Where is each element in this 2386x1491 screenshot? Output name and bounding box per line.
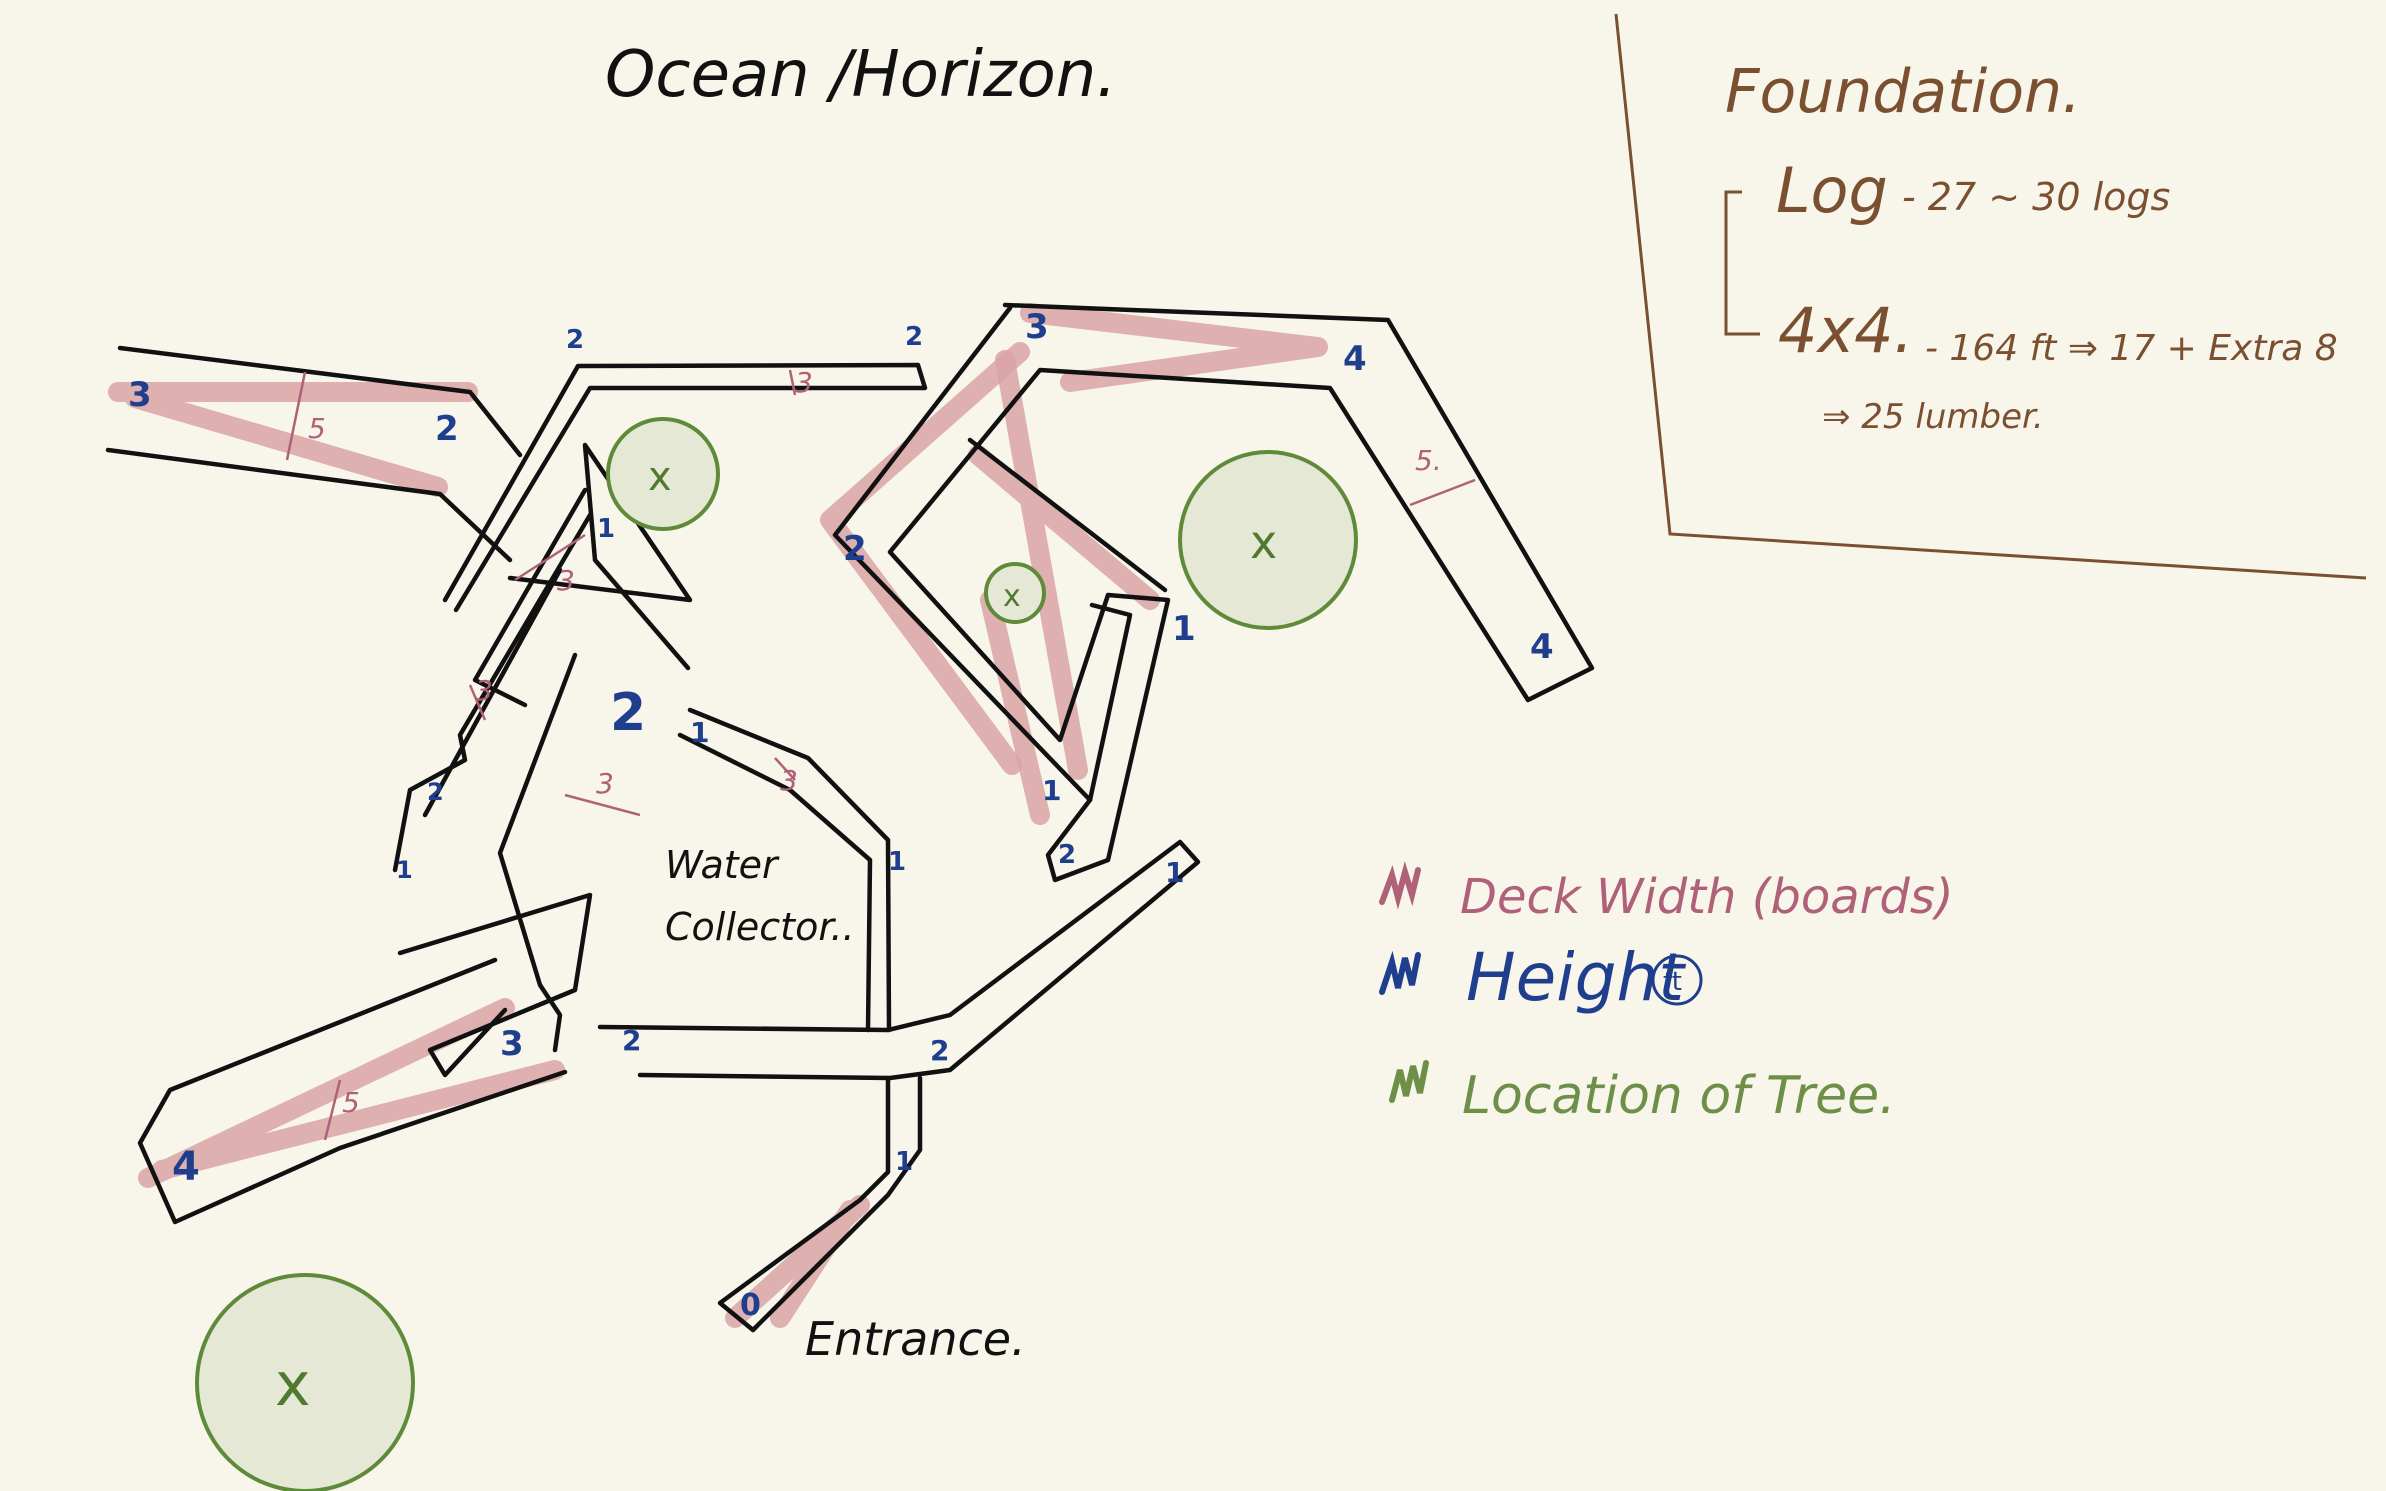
legend: Deck Width (boards) Height ft Location o… <box>1379 861 1954 1126</box>
height-numbers: 3 2 2 2 3 4 2 1 1 4 2 1 2 1 1 2 1 3 4 2 … <box>128 307 1554 1323</box>
width-number: 3 <box>780 764 798 797</box>
legend-swatch-deck-width <box>1379 861 1421 910</box>
height-number: 1 <box>895 1147 913 1177</box>
height-number: 2 <box>622 1024 641 1057</box>
tree-circle <box>1178 450 1358 630</box>
height-number: 4 <box>1343 339 1367 379</box>
water-collector-label-line2: Collector.. <box>665 905 855 949</box>
legend-swatch-tree <box>1389 1060 1429 1103</box>
legend-height-unit: ft <box>1663 967 1682 997</box>
height-number: 0 <box>740 1288 761 1323</box>
height-number: 2 <box>843 529 867 569</box>
height-number: 3 <box>1025 307 1049 347</box>
height-number: 1 <box>597 514 615 544</box>
width-number: 3 <box>557 564 575 597</box>
height-number: 1 <box>1172 609 1196 649</box>
width-number: 5. <box>1415 444 1442 477</box>
lumber-value: - 164 ft ⇒ 17 + Extra 8 <box>1925 328 2338 369</box>
height-number: 1 <box>1165 856 1184 889</box>
plan-title: Ocean /Horizon. <box>605 38 1117 112</box>
legend-tree-label: Location of Tree. <box>1462 1066 1896 1126</box>
height-number: 2 <box>566 325 584 355</box>
tree-circle <box>606 417 720 531</box>
tree-circle <box>195 1273 415 1491</box>
height-number: 2 <box>435 409 459 449</box>
deck-width-highlights <box>108 303 1328 1328</box>
height-number: 2 <box>1058 840 1076 870</box>
tree-circle <box>984 562 1046 624</box>
width-number: 3 <box>596 767 614 800</box>
tree-marker: x <box>648 454 672 500</box>
width-number: 5 <box>308 412 326 445</box>
deck-outlines <box>105 302 1595 1333</box>
tree-marker: x <box>1250 515 1277 569</box>
legend-swatch-height <box>1379 950 1421 995</box>
height-number: 1 <box>1042 774 1061 807</box>
log-label: Log <box>1776 154 1888 227</box>
height-number: 3 <box>128 375 152 415</box>
height-number: 2 <box>930 1034 949 1067</box>
width-arrows <box>285 369 1476 1141</box>
height-number: 1 <box>888 847 906 877</box>
width-numbers: 5 3 3 3 3 3 5 5. <box>308 366 1442 1119</box>
height-number: 2 <box>905 322 923 352</box>
height-number: 3 <box>500 1024 524 1064</box>
tree-marker: x <box>1003 579 1021 614</box>
legend-deck-width-label: Deck Width (boards) <box>1460 869 1954 925</box>
height-number: 4 <box>1530 627 1554 667</box>
width-number: 3 <box>795 366 813 399</box>
height-number: 1 <box>396 856 413 884</box>
tree-locations: x x x x <box>195 417 1358 1491</box>
water-collector-label-line1: Water <box>665 843 780 887</box>
height-number: 1 <box>690 716 709 749</box>
legend-height-unit-circle <box>1651 954 1703 1006</box>
height-number: 2 <box>427 778 444 806</box>
foundation-heading: Foundation. <box>1725 57 2081 127</box>
tree-marker: x <box>275 1350 311 1420</box>
log-value: - 27 ~ 30 logs <box>1902 175 2170 219</box>
lumber-label: 4x4. <box>1778 294 1913 367</box>
foundation-bracket <box>1724 190 1760 336</box>
height-number: 4 <box>172 1144 200 1190</box>
legend-height-label: Height <box>1466 939 1686 1016</box>
entrance-label: Entrance. <box>805 1312 1026 1366</box>
width-number: 3 <box>475 674 493 707</box>
height-number: 2 <box>610 683 646 743</box>
foundation-box-border <box>1614 13 2367 580</box>
foundation-panel: Foundation. Log - 27 ~ 30 logs 4x4. - 16… <box>1614 13 2367 580</box>
lumber-total: ⇒ 25 lumber. <box>1822 397 2044 437</box>
width-number: 5 <box>342 1086 360 1119</box>
